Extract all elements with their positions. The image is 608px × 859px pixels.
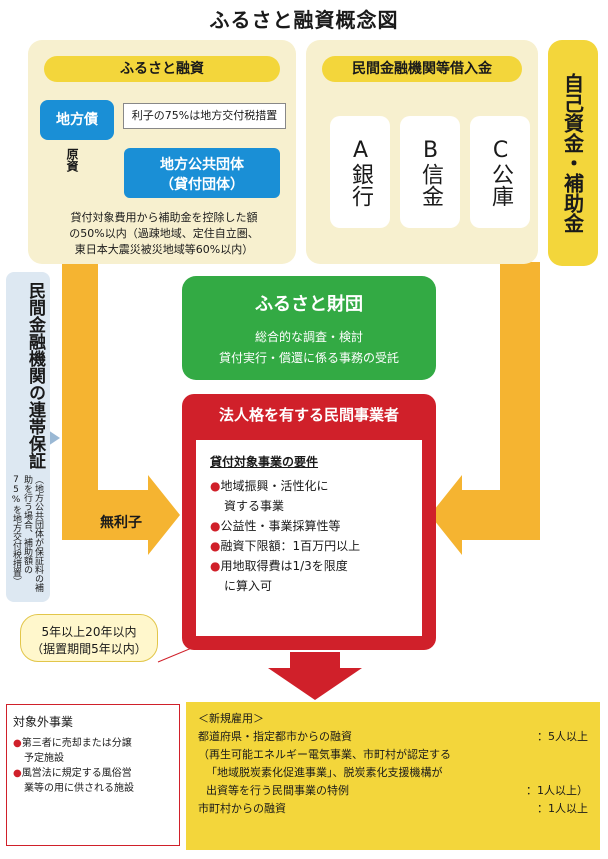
foundation-box: ふるさと財団 総合的な調査・検討 貸付実行・償還に係る事務の受託 [182,276,436,380]
bullet-icon: ● [210,559,221,573]
excluded-item2b: 業等の用に供される施設 [24,783,134,794]
req4b: に算入可 [224,579,273,593]
term-bubble: 5年以上20年以内 （据置期間5年以内） [20,614,158,662]
term-line2: （据置期間5年以内） [31,642,147,656]
bank-b: B信金 [400,116,460,228]
lender-box: 地方公共団体 （貸付団体） [124,148,280,198]
requirements-card: 貸付対象事業の要件 ●地域振興・活性化に 資する事業 ●公益性・事業採算性等 ●… [196,440,422,636]
row2-line1: （再生可能エネルギー電気事業、市町村が認定する [198,748,451,761]
row2-line3: 出資等を行う民間事業の特例 [206,784,349,797]
interest-free-label: 無利子 [100,515,142,531]
capital-label: 原資 [65,148,79,172]
limit-note-line2: の50%以内（過疎地域、定住自立圏、 [69,227,259,240]
bullet-icon: ● [13,738,22,749]
req1b: 資する事業 [224,499,285,513]
page-title: ふるさと融資概念図 [209,8,399,32]
down-arrow [268,652,362,700]
guarantee-arrow [48,430,60,446]
lender-line2: （貸付団体） [160,177,244,193]
foundation-line2: 貸付実行・償還に係る事務の受託 [218,351,399,365]
bullet-icon: ● [13,768,22,779]
bullet-icon: ● [210,519,221,533]
foundation-line1: 総合的な調査・検討 [254,330,363,344]
row1-value: ：5人以上 [537,730,588,743]
excluded-item1a: 第三者に売却または分譲 [21,738,132,749]
guarantee-box [6,272,50,602]
own-funds-box: 自己資金・補助金 [548,40,598,266]
bond-label: 地方債 [40,100,114,140]
guarantee-note: （地方公共団体が保証料の補助を行う場合、補助額の75%を地方交付税措置） [11,475,43,592]
business-title: 法人格を有する民間事業者 [218,406,399,424]
req4a: 用地取得費は1/3を限度 [220,559,348,573]
private-loans-header: 民間金融機関等借入金 [322,56,522,82]
row2-value: ：1人以上） [526,784,588,797]
limit-note: 貸付対象費用から補助金を控除した額 の50%以内（過疎地域、定住自立圏、 東日本… [38,210,290,258]
bullet-icon: ● [210,539,221,553]
req2: 公益性・事業採算性等 [220,519,341,533]
limit-note-line1: 貸付対象費用から補助金を控除した額 [70,211,258,224]
right-arrow [430,262,540,555]
excluded-box: 対象外事業 ●第三者に売却または分譲 予定施設 ●風営法に規定する風俗営 業等の… [6,704,180,846]
row2-line2: 「地域脱炭素化促進事業」、脱炭素化支援機構が [206,766,443,779]
bank-a: A銀行 [330,116,390,228]
employment-box: ＜新規雇用＞ 都道府県・指定都市からの融資 ：5人以上 （再生可能エネルギー電気事… [186,702,600,850]
excluded-item1b: 予定施設 [24,753,64,764]
term-line1: 5年以上20年以内 [41,625,137,639]
guarantee-title: 民間金融機関の連帯保証 [25,282,45,469]
bank-c: C公庫 [470,116,530,228]
furusato-loan-header: ふるさと融資 [44,56,280,82]
req3: 融資下限額：1百万円以上 [220,539,361,553]
req1a: 地域振興・活性化に [220,479,329,493]
foundation-title: ふるさと財団 [255,294,363,315]
requirements-title: 貸付対象事業の要件 [210,455,319,469]
row1-label: 都道府県・指定都市からの融資 [198,730,352,743]
excluded-item2a: 風営法に規定する風俗営 [21,768,132,779]
row3-value: ：1人以上 [537,802,588,815]
bullet-icon: ● [210,479,221,493]
interest-note: 利子の75%は地方交付税措置 [123,103,286,129]
lender-line1: 地方公共団体 [160,157,244,173]
excluded-title: 対象外事業 [13,715,74,729]
row3-label: 市町村からの融資 [198,802,286,815]
limit-note-line3: 東日本大震災被災地域等60%以内） [74,243,254,256]
left-arrow [62,262,180,555]
employment-header: ＜新規雇用＞ [198,712,264,725]
